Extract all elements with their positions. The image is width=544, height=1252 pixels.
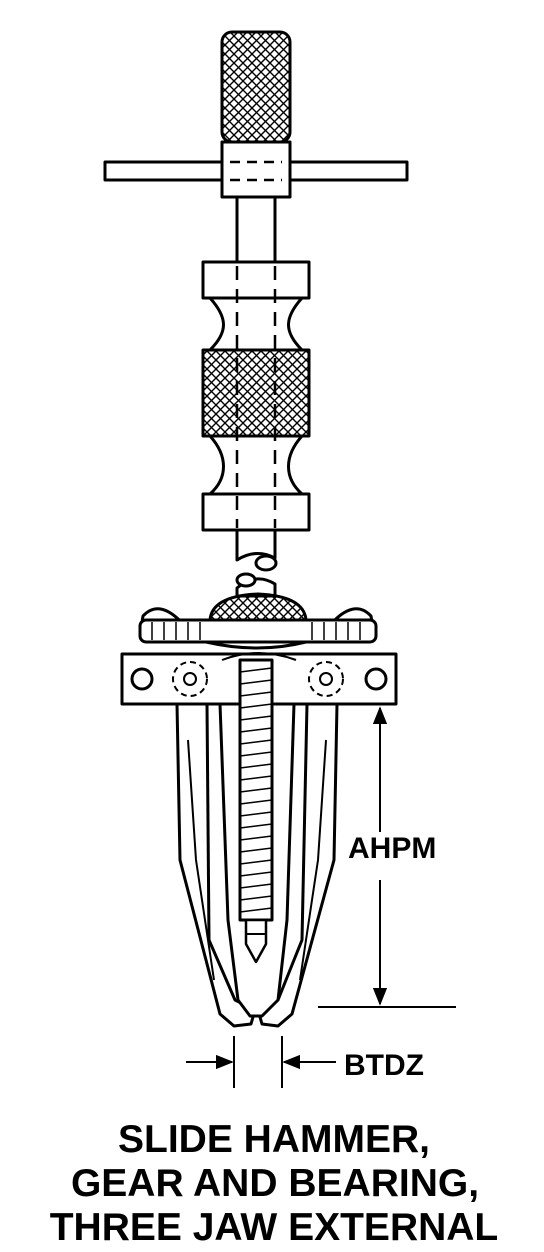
adjusting-nut bbox=[138, 592, 378, 650]
dimension-lines bbox=[186, 706, 456, 1088]
upper-shaft bbox=[235, 195, 277, 264]
caption-line-1: SLIDE HAMMER, bbox=[118, 1118, 430, 1161]
handle-knob bbox=[220, 30, 292, 199]
caption-line-2: GEAR AND BEARING, bbox=[71, 1162, 479, 1205]
lower-shaft bbox=[235, 528, 278, 598]
caption: SLIDE HAMMER, GEAR AND BEARING, THREE JA… bbox=[50, 1118, 499, 1249]
t-bar-handle bbox=[103, 160, 409, 182]
dimension-label-length: AHPM bbox=[348, 832, 436, 865]
slide-hammer-weight bbox=[201, 260, 311, 532]
caption-line-3: THREE JAW EXTERNAL bbox=[50, 1206, 499, 1249]
threaded-screw bbox=[238, 658, 274, 964]
dimension-label-width: BTDZ bbox=[344, 1049, 424, 1082]
